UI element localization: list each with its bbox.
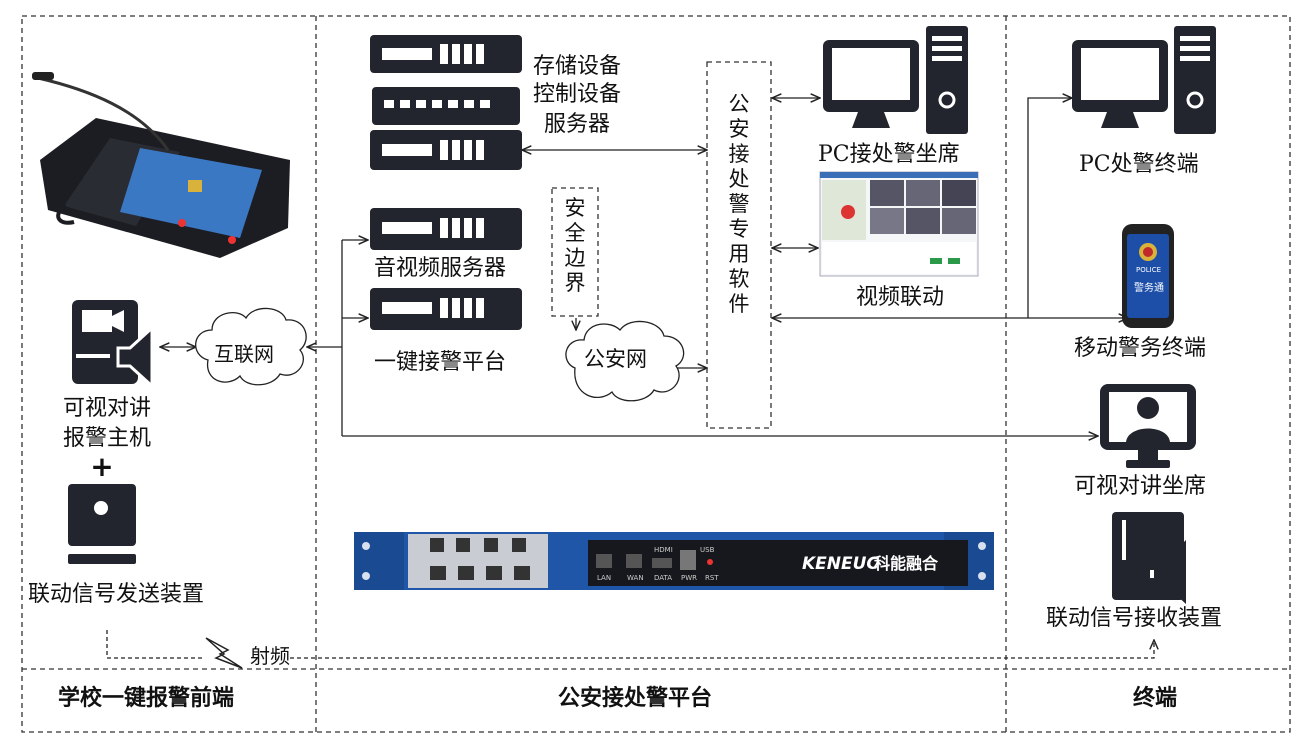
pc-seat-icon [823,26,968,134]
section-title-platform: 公安接处警平台 [558,686,713,711]
pc-terminal-icon [1072,26,1216,134]
label-phone-app: 警务通 [1134,283,1164,294]
label-port-usb: USB [700,546,715,554]
label-police-software: 公安接处警专用软件 [728,92,750,316]
label-port-wan: WAN [627,574,644,582]
label-one-key-platform: 一键接警平台 [374,350,507,375]
label-security-boundary: 安全边界 [564,196,586,295]
label-av-server: 音视频服务器 [374,256,507,281]
av-server-icon [370,208,522,250]
one-key-server-icon [370,288,522,330]
rf-lightning-icon [205,637,243,669]
video-intercom-seat-icon [1100,384,1196,468]
desk-console-image [32,72,290,258]
server-stack-icon [370,35,522,170]
label-appliance-brand: KENEUC [802,554,879,574]
label-storage-device: 存储设备 [533,54,622,79]
label-pc-terminal: PC处警终端 [1079,152,1199,177]
linkage-receiver-icon [1112,512,1186,604]
label-plus: + [90,450,114,483]
label-rf: 射频 [250,644,290,668]
section-title-front: 学校一键报警前端 [58,686,235,711]
label-phone-police: POLICE [1136,266,1162,274]
label-intercom-host-2: 报警主机 [62,426,151,451]
label-control-device: 控制设备 [533,82,622,107]
label-police-net: 公安网 [584,347,647,371]
label-mobile-terminal: 移动警务终端 [1074,336,1207,361]
label-port-lan: LAN [597,574,612,582]
label-server: 服务器 [544,112,611,137]
frame [21,15,1291,733]
security-boundary-box [551,187,599,317]
network-appliance-image [354,532,994,590]
label-port-pwr: PWR [681,574,698,582]
linkage-sender-icon [68,484,136,564]
label-pc-seat: PC接处警坐席 [818,142,960,167]
label-appliance-brand-cn: 科能融合 [874,554,939,573]
police-software-box [706,61,772,429]
label-linkage-receiver: 联动信号接收装置 [1046,606,1223,631]
label-port-data: DATA [654,574,673,582]
label-video-linkage: 视频联动 [856,285,945,310]
mobile-terminal-icon [1122,224,1174,328]
police-net-cloud [565,320,685,402]
label-port-rst: RST [705,574,719,582]
label-intercom-host-1: 可视对讲 [62,396,151,421]
label-internet: 互联网 [214,342,274,366]
intercom-host-icon [72,300,154,390]
label-video-intercom-seat: 可视对讲坐席 [1074,474,1207,499]
video-linkage-screenshot [819,171,979,277]
connections [106,98,1154,659]
internet-cloud [195,307,307,386]
label-port-hdmi: HDMI [654,546,673,554]
section-title-terminal: 终端 [1133,686,1178,711]
label-linkage-sender: 联动信号发送装置 [28,582,205,607]
